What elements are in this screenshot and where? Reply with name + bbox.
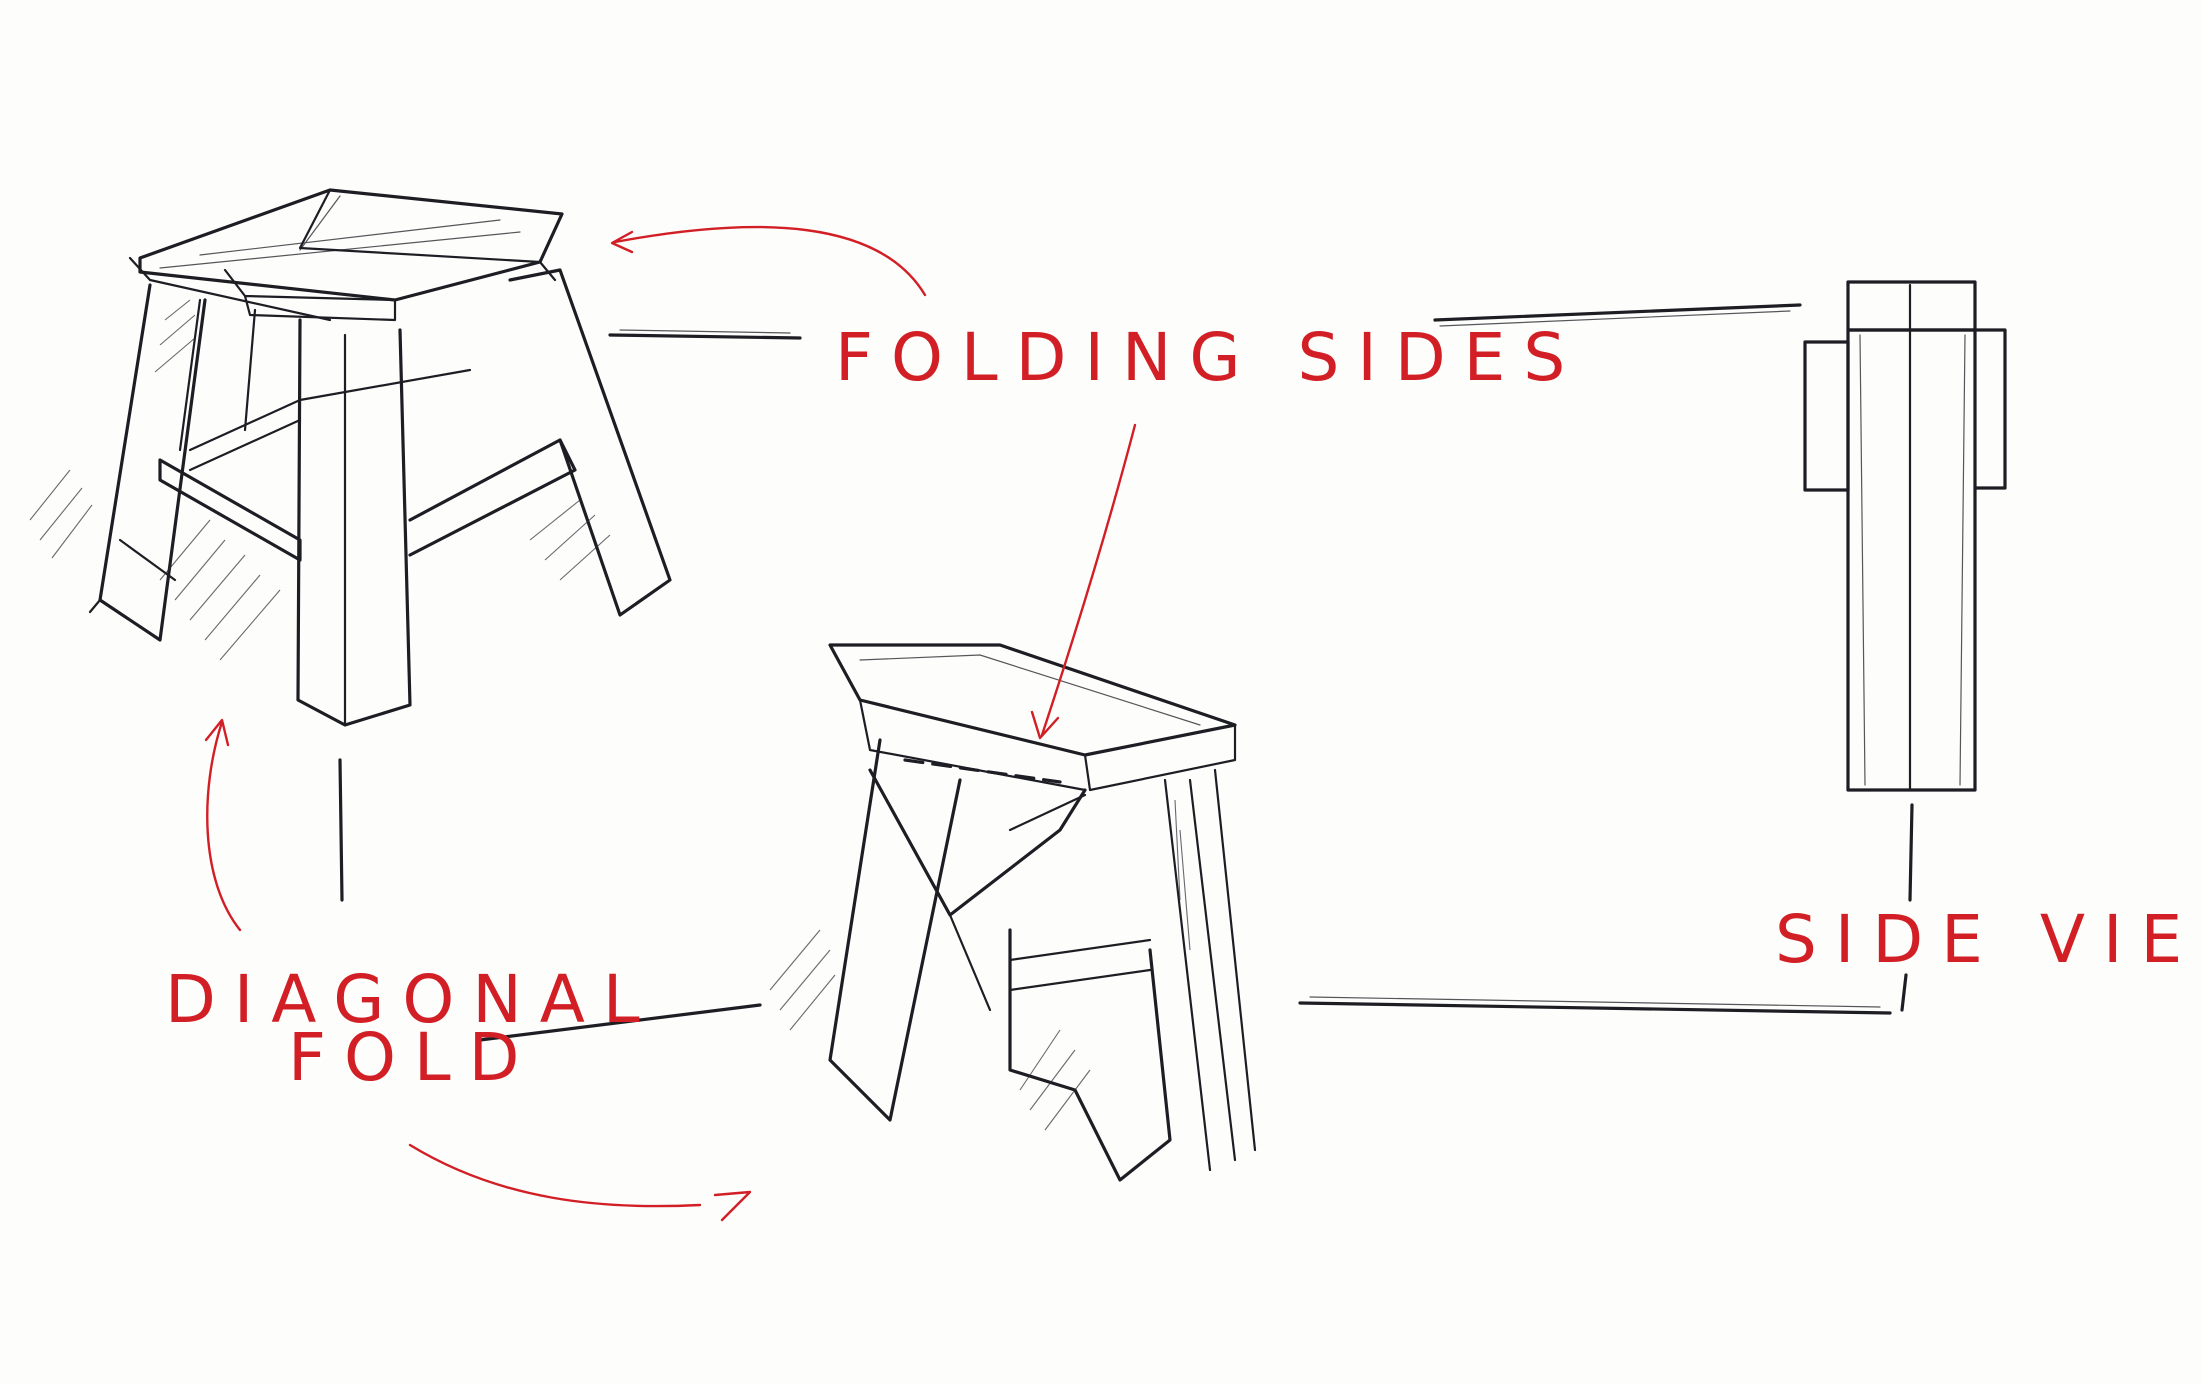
connector-line-right-vertical: [1908, 803, 1914, 902]
connector-line-left-vertical: [338, 758, 344, 902]
arrow-head-right: [713, 1190, 752, 1222]
stool-side-view: [1803, 280, 2007, 792]
stool-open-perspective: [29, 188, 672, 727]
arrow-head-up: [204, 718, 230, 747]
stool-folded-perspective: [769, 643, 1257, 1182]
connector-line-top-left: [608, 333, 802, 340]
arrow-to-fold-line: [1040, 423, 1137, 737]
connector-line-diagonal-left: [478, 1003, 762, 1042]
curved-arrow-up: [206, 720, 242, 932]
curved-arrow-to-seat: [613, 225, 927, 297]
curved-arrow-right: [408, 1143, 702, 1208]
connector-line-bottom-right: [1298, 1001, 1892, 1015]
connector-line-top-right: [1433, 303, 1802, 322]
label-folding-sides: FOLDING SIDES: [835, 319, 1583, 396]
arrow-head-fold-line: [1030, 710, 1060, 740]
label-fold: FOLD: [288, 1019, 538, 1096]
arrow-head-seat: [610, 230, 634, 254]
label-side-view: SIDE VIEW: [1775, 901, 2201, 978]
label-diagonal: DIAGONAL: [165, 961, 658, 1038]
